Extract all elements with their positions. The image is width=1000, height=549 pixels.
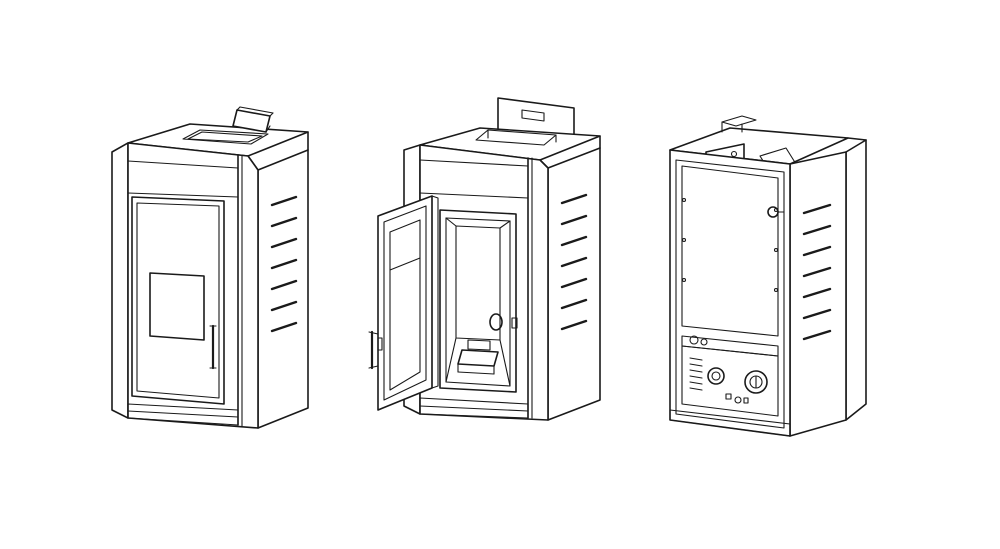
- stove-front-closed-icon: [111, 106, 309, 429]
- stove-rear-panel-icon: [669, 115, 867, 437]
- stove-door-open-icon: [368, 97, 601, 421]
